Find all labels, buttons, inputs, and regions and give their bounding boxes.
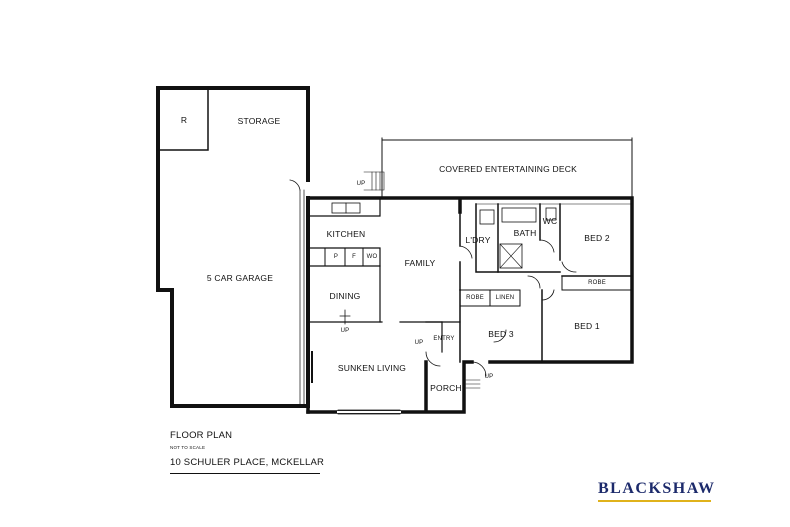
room-label-entry: ENTRY	[433, 336, 455, 342]
room-label-porch: PORCH	[430, 383, 462, 393]
room-label-kitchen: KITCHEN	[326, 229, 366, 239]
room-label-bed3: BED 3	[488, 329, 514, 339]
stair-label-garage: UP	[356, 181, 366, 187]
room-label-sunken-living: SUNKEN LIVING	[337, 363, 407, 373]
stair-label-entry: UP	[414, 340, 424, 346]
room-label-laundry: L'DRY	[465, 235, 491, 245]
room-label-dining: DINING	[329, 291, 361, 301]
stair-label-porch: UP	[484, 374, 494, 380]
room-label-family: FAMILY	[404, 258, 436, 268]
caption-title: FLOOR PLAN	[170, 430, 233, 441]
room-label-robe-bed2: ROBE	[588, 280, 606, 286]
caption-address: 10 SCHULER PLACE, MCKELLAR	[170, 457, 325, 468]
room-label-pantry: P	[333, 254, 339, 260]
room-label-linen: LINEN	[495, 295, 515, 301]
stair-label-living: UP	[340, 328, 350, 334]
kitchen-bench	[307, 197, 381, 217]
room-label-wall-oven: WO	[366, 254, 378, 260]
house-walls	[306, 196, 634, 414]
room-label-bed2: BED 2	[584, 233, 610, 243]
room-label-wc: WC	[542, 216, 558, 226]
room-label-bath: BATH	[513, 228, 537, 238]
storage-partition	[157, 87, 209, 151]
room-label-robe-bed3: ROBE	[466, 295, 484, 301]
room-label-deck: COVERED ENTERTAINING DECK	[439, 164, 577, 174]
room-label-bed1: BED 1	[574, 321, 600, 331]
brand-underline	[598, 500, 711, 502]
room-label-r: R	[180, 115, 188, 125]
garage-walls	[156, 86, 310, 408]
room-label-storage: STORAGE	[237, 116, 281, 126]
brand-logo: BLACKSHAW	[598, 480, 716, 497]
caption-underline	[170, 473, 320, 474]
caption-subtitle: NOT TO SCALE	[170, 445, 206, 450]
deck-outline	[381, 139, 633, 199]
room-label-fridge: F	[352, 254, 356, 260]
room-label-garage: 5 CAR GARAGE	[206, 273, 274, 283]
